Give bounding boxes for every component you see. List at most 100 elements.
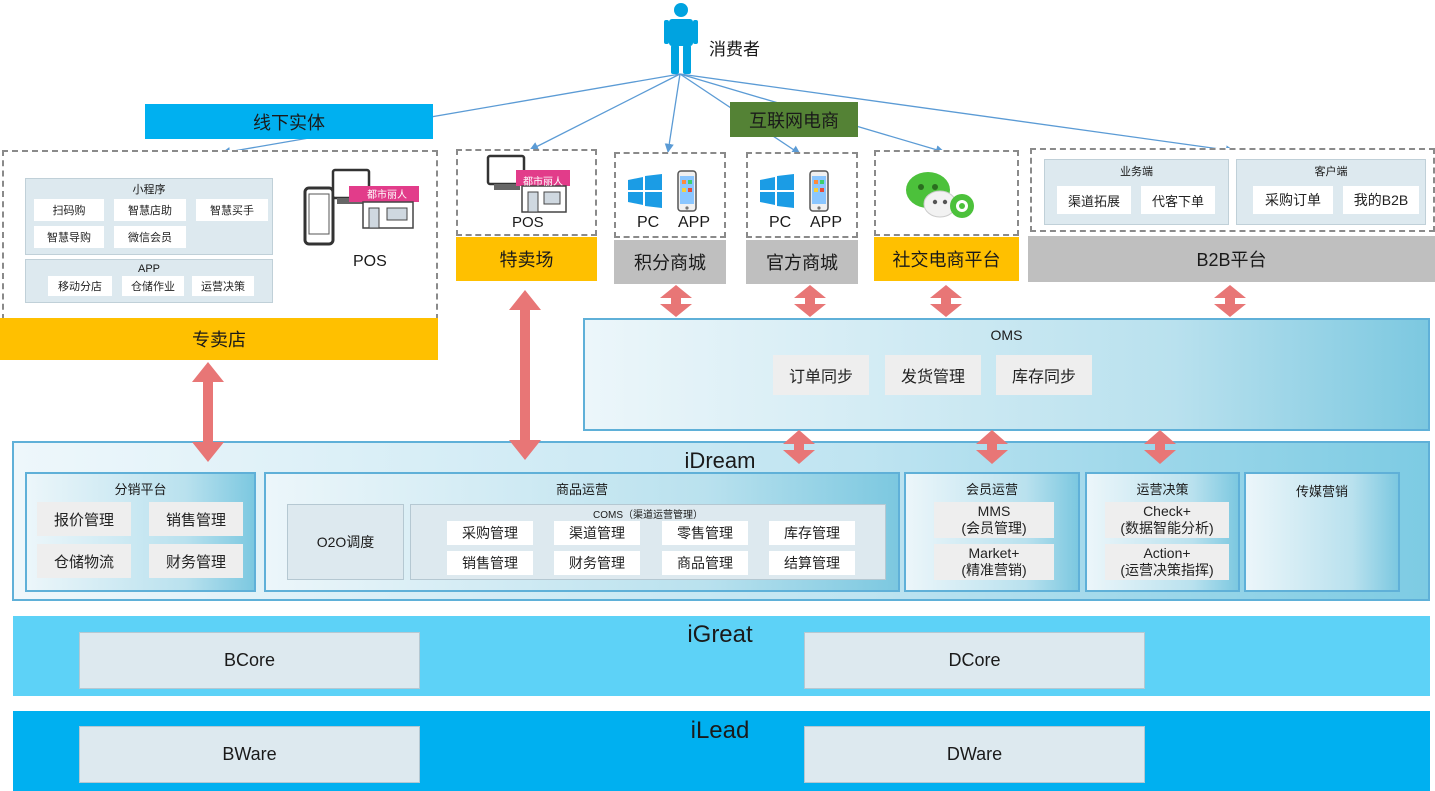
- fenxiao-item: 仓储物流: [37, 544, 131, 578]
- miniprogram-panel: 小程序 扫码购 智慧店助 智慧买手 智慧导购 微信会员: [25, 178, 273, 255]
- double-arrow: [509, 290, 541, 460]
- coms-item: 零售管理: [662, 521, 748, 545]
- double-arrow: [192, 362, 224, 462]
- jifen-channel-box: [614, 152, 726, 238]
- windows-logo-icon: [760, 174, 794, 208]
- mms-box: MMS (会员管理): [934, 502, 1054, 538]
- mms-sub-label: (会员管理): [961, 520, 1027, 536]
- zhuanmai-footer: 专卖店: [0, 318, 438, 360]
- offline-channel-banner: 线下实体: [145, 104, 433, 139]
- b2b-customer-panel: 客户端 采购订单 我的B2B: [1236, 159, 1426, 225]
- coms-panel: COMS（渠道运营管理） 采购管理 渠道管理 零售管理 库存管理 销售管理 财务…: [410, 504, 886, 580]
- coms-item: 采购管理: [447, 521, 533, 545]
- consumer-label: 消费者: [709, 40, 760, 59]
- fenxiao-title: 分销平台: [114, 481, 167, 497]
- app-item: 仓储作业: [122, 276, 184, 296]
- b2b-customer-item: 采购订单: [1253, 186, 1333, 214]
- oms-title: OMS: [990, 327, 1023, 343]
- miniprogram-item: 微信会员: [114, 226, 186, 248]
- miniprogram-item: 智慧导购: [34, 226, 104, 248]
- yunying-title: 运营决策: [1136, 481, 1189, 497]
- pos-label: POS: [512, 214, 544, 231]
- connector-temaichang: [529, 73, 681, 151]
- check-label: Check+: [1143, 503, 1191, 519]
- check-sub-label: (数据智能分析): [1120, 520, 1214, 536]
- oms-item: 库存同步: [996, 355, 1092, 395]
- connector-offline: [221, 73, 681, 157]
- double-arrow: [976, 430, 1008, 464]
- coms-item: 销售管理: [447, 551, 533, 575]
- guanfang-footer: 官方商城: [746, 240, 858, 284]
- double-arrow: [1214, 285, 1246, 317]
- coms-item: 库存管理: [769, 521, 855, 545]
- jifen-footer: 积分商城: [614, 240, 726, 284]
- fenxiao-panel: 分销平台 报价管理 销售管理 仓储物流 财务管理: [25, 472, 256, 592]
- dware-box: DWare: [804, 726, 1145, 783]
- miniprogram-title: 小程序: [132, 184, 166, 196]
- media-title: 传媒营销: [1295, 483, 1348, 499]
- oms-item: 发货管理: [885, 355, 981, 395]
- windows-logo-icon: [628, 174, 662, 208]
- market-sub-label: (精准营销): [961, 562, 1027, 578]
- fenxiao-item: 财务管理: [149, 544, 243, 578]
- app-panel: APP 移动分店 仓储作业 运营决策: [25, 259, 273, 303]
- action-sub-label: (运营决策指挥): [1120, 562, 1214, 578]
- oms-item: 订单同步: [773, 355, 869, 395]
- action-label: Action+: [1143, 545, 1191, 561]
- yunying-panel: 运营决策 Check+ (数据智能分析) Action+ (运营决策指挥): [1085, 472, 1240, 592]
- coms-item: 商品管理: [662, 551, 748, 575]
- bcore-box: BCore: [79, 632, 420, 689]
- ilead-title: iLead: [690, 717, 750, 744]
- b2b-customer-item: 我的B2B: [1343, 186, 1419, 214]
- action-box: Action+ (运营决策指挥): [1105, 544, 1229, 580]
- double-arrow: [930, 285, 962, 317]
- app-item: 移动分店: [48, 276, 112, 296]
- miniprogram-item: 智慧买手: [196, 199, 268, 221]
- shangpin-title: 商品运营: [555, 481, 608, 497]
- fenxiao-item: 报价管理: [37, 502, 131, 536]
- double-arrow: [660, 285, 692, 317]
- app-label: APP: [678, 214, 711, 231]
- smartphone-icon: [809, 170, 829, 212]
- coms-item: 结算管理: [769, 551, 855, 575]
- market-label: Market+: [968, 545, 1020, 561]
- b2b-footer: B2B平台: [1028, 236, 1435, 282]
- app-label: APP: [810, 214, 843, 231]
- double-arrow: [794, 285, 826, 317]
- b2b-biz-title: 业务端: [1120, 166, 1153, 178]
- huiyuan-title: 会员运营: [965, 481, 1018, 497]
- mms-label: MMS: [977, 503, 1011, 519]
- pc-label: PC: [769, 214, 792, 231]
- double-arrow: [1144, 430, 1176, 464]
- social-footer: 社交电商平台: [874, 237, 1019, 281]
- market-box: Market+ (精准营销): [934, 544, 1054, 580]
- miniprogram-item: 扫码购: [34, 199, 104, 221]
- pos-terminal-icon: [486, 154, 570, 213]
- idream-title: iDream: [684, 448, 756, 473]
- o2o-dispatch: O2O调度: [287, 504, 404, 580]
- media-panel: 传媒营销: [1244, 472, 1400, 592]
- consumer-person-icon: [664, 3, 698, 74]
- store-sign-text: 都市丽人: [523, 177, 563, 188]
- bware-box: BWare: [79, 726, 420, 783]
- igreat-title: iGreat: [687, 621, 753, 648]
- b2b-biz-item: 渠道拓展: [1057, 186, 1131, 214]
- oms-panel: OMS 订单同步 发货管理 库存同步: [583, 318, 1430, 431]
- fenxiao-item: 销售管理: [149, 502, 243, 536]
- pos-terminal-icon: [303, 168, 419, 246]
- app-item: 运营决策: [192, 276, 254, 296]
- connector-jifen: [664, 73, 681, 153]
- smartphone-icon: [677, 170, 697, 212]
- store-sign-text: 都市丽人: [367, 190, 407, 201]
- double-arrow: [783, 430, 815, 464]
- pos-label: POS: [353, 253, 387, 270]
- internet-channel-banner: 互联网电商: [730, 102, 858, 137]
- b2b-biz-item: 代客下单: [1141, 186, 1215, 214]
- dcore-box: DCore: [804, 632, 1145, 689]
- b2b-customer-title: 客户端: [1314, 166, 1348, 178]
- app-panel-title: APP: [137, 263, 160, 275]
- coms-item: 财务管理: [554, 551, 640, 575]
- miniprogram-item: 智慧店助: [114, 199, 186, 221]
- wechat-icon: [906, 172, 974, 218]
